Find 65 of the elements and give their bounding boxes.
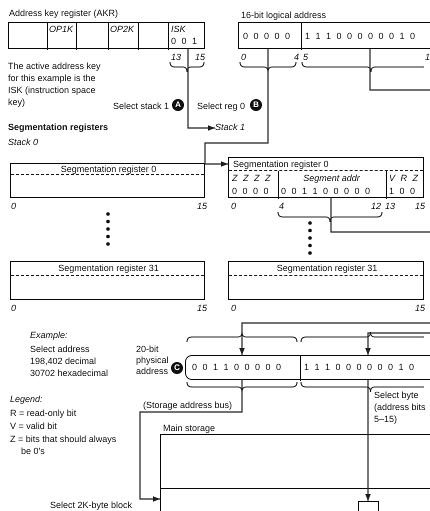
step-label: Select stack 1 xyxy=(113,100,170,112)
bit-values: 1 0 0 xyxy=(389,186,416,197)
bit-number: 4 xyxy=(279,201,284,212)
bit-number: 15 xyxy=(415,303,426,314)
step-label: Select reg 0 xyxy=(197,100,246,112)
bit-number: 0 xyxy=(11,201,16,212)
legend-entry: Z = bits that should always be 0's xyxy=(10,433,118,457)
field-label: Segment addr xyxy=(302,173,361,184)
bit-number: 15 xyxy=(195,52,206,63)
callout-marker: A xyxy=(172,99,184,111)
bit-number: 0 xyxy=(231,201,236,212)
stack-label: Stack 1 xyxy=(215,122,249,134)
example-text: Select address xyxy=(30,343,90,355)
example-heading: Example: xyxy=(30,329,68,341)
legend-heading: Legend: xyxy=(10,393,43,405)
example-text: 30702 hexadecimal xyxy=(30,367,108,379)
bit-values: 0 0 1 1 0 0 0 0 0 xyxy=(192,362,282,373)
storage-label: Main storage xyxy=(163,423,216,434)
bit-number: 1 xyxy=(425,52,430,63)
field-label: Z Z Z Z xyxy=(232,173,270,184)
connector-arrow xyxy=(187,49,215,131)
section-heading: Segmentation registers xyxy=(8,121,108,133)
bit-number: 15 xyxy=(197,201,208,212)
note-text: The active address key for this example is the ISK (instruction space key) xyxy=(8,60,102,108)
register-title: Segmentation register 31 xyxy=(276,263,378,274)
connector-arrow xyxy=(139,380,243,502)
register-title: Address key register (AKR) xyxy=(9,8,118,19)
register-title: 16-bit logical address xyxy=(241,10,326,21)
connector-arrow xyxy=(204,49,269,167)
register-title: 20-bit physical address xyxy=(136,344,170,377)
stack-label: Stack 0 xyxy=(8,136,38,148)
bit-number: 0 xyxy=(231,303,236,314)
callout-marker: B xyxy=(250,99,262,111)
connector-arrow xyxy=(365,332,430,355)
legend-entry: V = valid bit xyxy=(10,420,57,432)
register-title: Segmentation register 0 xyxy=(60,164,158,175)
bit-number: 0 xyxy=(11,303,16,314)
bit-number: 5 xyxy=(303,52,308,63)
bit-values: 0 0 0 0 0 xyxy=(243,31,290,42)
bit-values: 1 1 1 0 0 0 0 0 0 1 0 xyxy=(304,362,414,373)
bit-number: 4 xyxy=(294,52,300,63)
callout-marker: C xyxy=(171,362,183,374)
connector-arrow xyxy=(239,322,430,355)
bit-values: 1 1 1 0 0 0 0 0 0 1 0 xyxy=(305,31,416,42)
bit-values: 0 0 0 0 xyxy=(232,186,269,197)
bit-number: 15 xyxy=(197,303,208,314)
bit-number: 13 xyxy=(171,52,182,63)
register-title: Segmentation register 0 xyxy=(233,159,329,170)
field-label: V R Z xyxy=(389,173,418,184)
example-text: 198,402 decimal xyxy=(30,355,96,367)
bit-number: 13 xyxy=(385,201,396,212)
register-title: Segmentation register 31 xyxy=(57,263,160,274)
field-label: OP1K xyxy=(49,24,74,35)
bit-number: 15 xyxy=(415,201,426,212)
bit-number: 0 xyxy=(241,52,246,63)
bit-number: 12 xyxy=(371,201,382,212)
connector-arrow xyxy=(365,380,371,501)
legend-entry: R = read-only bit xyxy=(10,407,76,419)
bit-values: 0 0 1 1 0 0 0 0 0 xyxy=(281,186,370,197)
field-label: ISK xyxy=(171,24,186,35)
bit-values: 0 0 1 xyxy=(171,36,198,47)
edge-label: (Storage address bus) xyxy=(143,399,232,411)
field-label: OP2K xyxy=(110,24,134,35)
storage-cell xyxy=(358,501,379,511)
step-label: Select 2K-byte block xyxy=(50,499,132,511)
